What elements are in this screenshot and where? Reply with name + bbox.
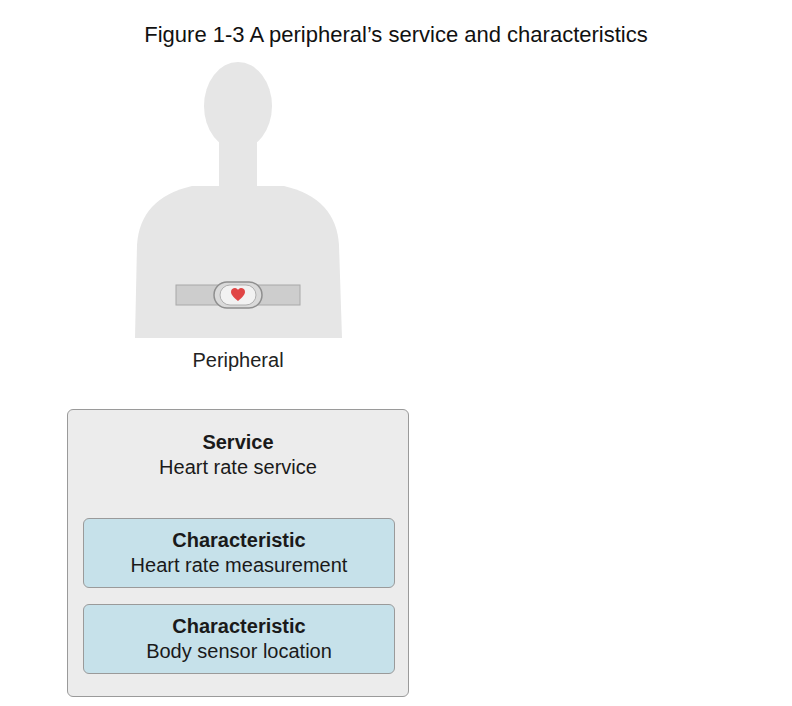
neck-shape: [219, 138, 257, 190]
sensor-pod: [214, 282, 262, 308]
heart-icon: [231, 288, 245, 301]
strap-band: [176, 285, 300, 305]
heart-rate-strap: [176, 282, 300, 308]
box-heading: Characteristic: [84, 614, 394, 639]
part-label: Peripheral: [192, 349, 283, 372]
torso-shape: [135, 186, 342, 338]
head-shape: [204, 62, 272, 150]
box-body: Heart rate measurement: [84, 553, 394, 578]
box-body: Heart rate service: [68, 455, 408, 480]
person-silhouette: [135, 62, 342, 338]
box-heading: Characteristic: [84, 528, 394, 553]
figure-title: Figure 1-3 A peripheral’s service and ch…: [0, 22, 792, 48]
characteristic-box: CharacteristicHeart rate measurement: [83, 518, 395, 588]
service-box: ServiceHeart rate serviceCharacteristicH…: [67, 409, 409, 697]
characteristic-box: CharacteristicBody sensor location: [83, 604, 395, 674]
sensor-face: [220, 285, 256, 305]
box-heading: Service: [68, 430, 408, 455]
box-body: Body sensor location: [84, 639, 394, 664]
